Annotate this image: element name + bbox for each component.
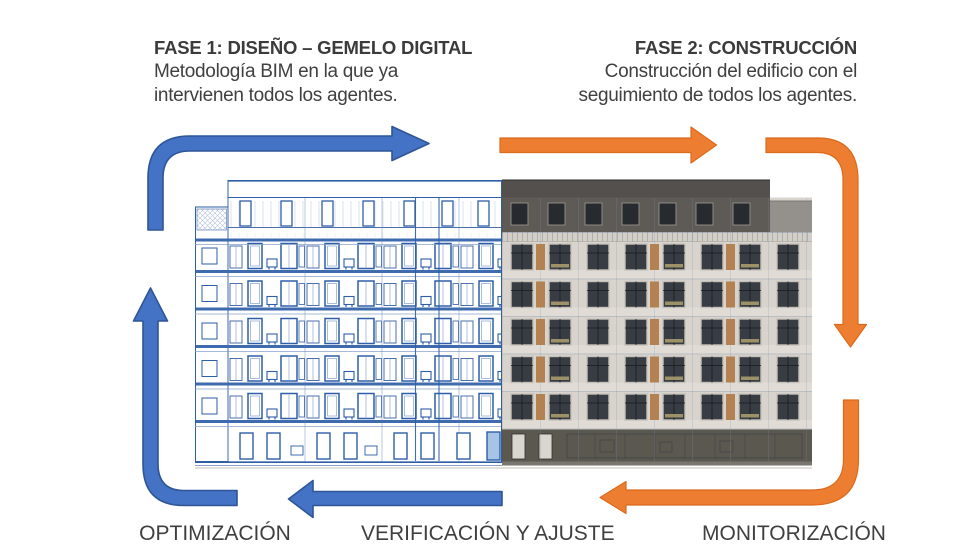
phase1-arrow-up-right	[147, 125, 430, 231]
phase1-arrow-optimization-up	[132, 287, 238, 507]
phase1-title: FASE 1: DISEÑO – GEMELO DIGITAL	[154, 37, 473, 58]
phase1-desc-line2: intervienen todos los agentes.	[154, 85, 398, 106]
phase2-arrow-monitoring-down	[765, 137, 868, 348]
phase2-desc-line1: Construcción del edificio con el	[604, 61, 858, 82]
phase1-heading-block: FASE 1: DISEÑO – GEMELO DIGITAL Metodolo…	[154, 36, 474, 108]
label-monitorizacion: MONITORIZACIÓN	[702, 522, 886, 545]
phase2-arrow-down-left	[599, 399, 860, 515]
label-verificacion-y-ajuste: VERIFICACIÓN Y AJUSTE	[361, 522, 615, 545]
phase1-arrow-verification-left	[287, 479, 503, 519]
blueprint-half	[195, 180, 502, 466]
phase2-desc-line2: seguimiento de todos los agentes.	[578, 85, 858, 106]
phase2-heading-block: FASE 2: CONSTRUCCIÓN Construcción del ed…	[543, 36, 858, 108]
phase2-arrow-right	[499, 126, 718, 164]
render-half	[502, 179, 812, 466]
label-optimizacion: OPTIMIZACIÓN	[139, 522, 291, 545]
phase1-desc-line1: Metodología BIM en la que ya	[154, 61, 399, 82]
phase2-title: FASE 2: CONSTRUCCIÓN	[634, 37, 857, 58]
building-facade-illustration	[195, 179, 812, 469]
